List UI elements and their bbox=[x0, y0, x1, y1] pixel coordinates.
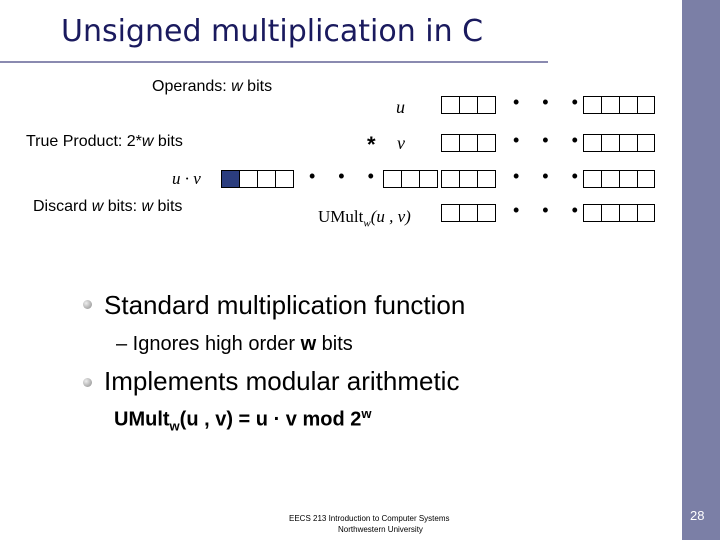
footer-university: Northwestern University bbox=[338, 525, 423, 534]
u-label: u bbox=[396, 97, 405, 117]
slide-title: Unsigned multiplication in C bbox=[61, 14, 484, 49]
sub-bullet-ignores-high-order: – Ignores high order w bits bbox=[116, 333, 353, 355]
title-underline bbox=[0, 61, 548, 63]
bullet-icon bbox=[83, 300, 92, 309]
umult-label: UMultw(u , v) bbox=[318, 207, 411, 230]
register-product: • • • • • • bbox=[221, 166, 655, 188]
register-umult: • • • bbox=[441, 200, 655, 222]
bullet-modular-arithmetic: Implements modular arithmetic bbox=[104, 366, 460, 396]
bullet-standard-multiplication: Standard multiplication function bbox=[104, 290, 466, 320]
page-number: 28 bbox=[690, 508, 705, 523]
operands-label: Operands: w bits bbox=[152, 78, 273, 95]
register-u: • • • bbox=[441, 92, 655, 114]
v-label: v bbox=[397, 133, 405, 153]
umult-formula: UMultw(u , v) = u · v mod 2w bbox=[114, 406, 372, 434]
product-label: u · v bbox=[172, 169, 201, 188]
bullet-icon bbox=[83, 378, 92, 387]
true-product-label: True Product: 2*w bits bbox=[26, 133, 183, 150]
register-v: • • • bbox=[441, 130, 655, 152]
sidebar-band bbox=[682, 0, 720, 540]
discard-label: Discard w bits: w bits bbox=[33, 198, 183, 215]
multiply-symbol: * bbox=[367, 132, 376, 157]
footer-course: EECS 213 Introduction to Computer System… bbox=[289, 514, 450, 523]
